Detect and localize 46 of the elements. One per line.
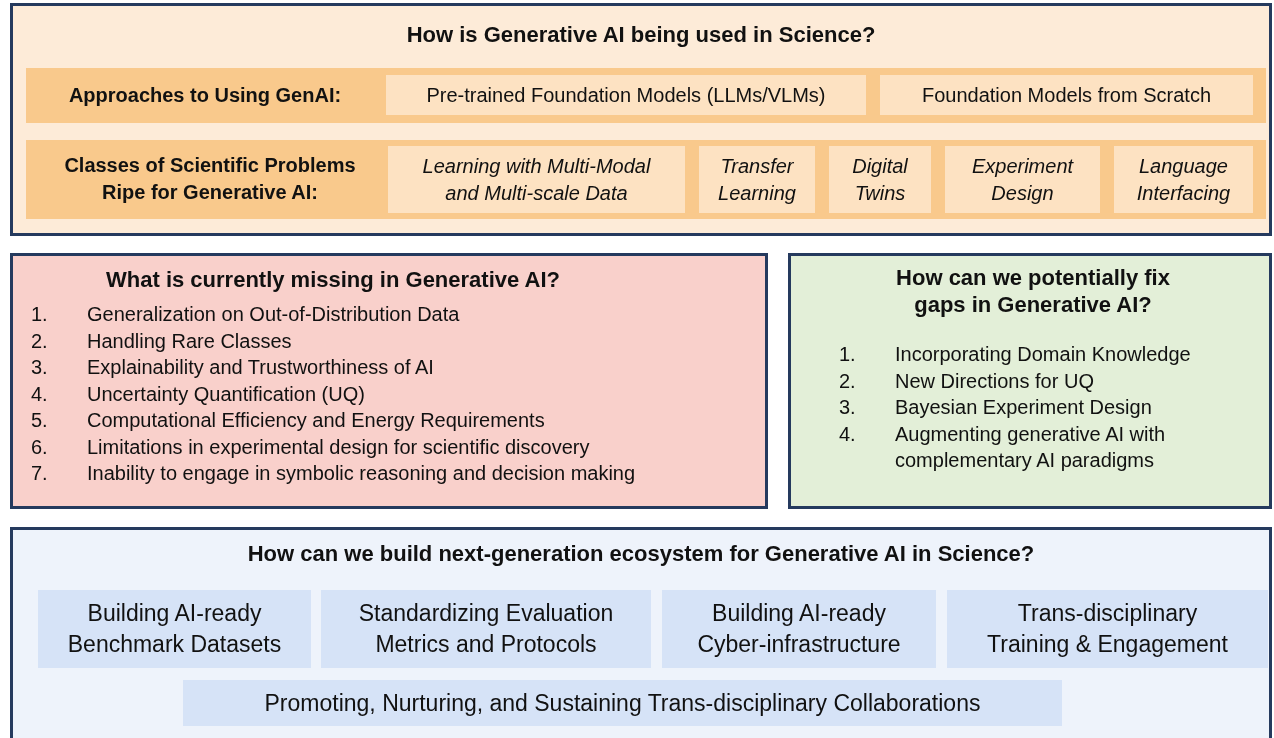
list-number: 3. — [31, 355, 49, 380]
ecosystem-card: Trans-disciplinary Training & Engagement — [947, 590, 1268, 668]
panel-heading: How can we build next-generation ecosystem for Generative AI in Science? — [246, 540, 1036, 567]
list-item: Incorporating Domain Knowledge — [895, 342, 1192, 367]
list-item: Inability to engage in symbolic reasoning and decision making — [87, 461, 636, 486]
list-number: 2. — [839, 368, 857, 394]
list-item: Limitations in experimental design for scientific discovery — [87, 434, 591, 460]
approach-row — [26, 68, 1266, 123]
list-number: 5. — [31, 408, 49, 433]
list-item: Bayesian Experiment Design — [895, 395, 1153, 420]
ecosystem-card: Promoting, Nurturing, and Sustaining Trans-disciplinary Collaborations — [183, 680, 1062, 726]
row-label: Classes of Scientific Problems Ripe for Generative AI: — [63, 153, 357, 205]
list-number: 4. — [839, 421, 857, 447]
list-number: 1. — [31, 302, 49, 327]
ecosystem-card: Standardizing Evaluation Metrics and Protocols — [321, 590, 651, 668]
ecosystem-panel — [10, 527, 1272, 738]
row-label: Approaches to Using GenAI: — [67, 83, 343, 108]
problem-class-tag: Language Interfacing — [1114, 146, 1253, 213]
list-number: 4. — [31, 381, 49, 407]
panel-heading: How is Generative AI being used in Science? — [405, 21, 877, 48]
approach-tag: Foundation Models from Scratch — [880, 75, 1253, 115]
section-panel — [10, 3, 1272, 236]
list-item: Explainability and Trustworthiness of AI — [87, 355, 435, 380]
problem-class-row — [26, 140, 1266, 219]
list-number: 2. — [31, 328, 49, 354]
list-number: 1. — [839, 342, 857, 367]
list-number: 3. — [839, 395, 857, 420]
list-item: Generalization on Out-of-Distribution Data — [87, 302, 461, 327]
gaps-panel — [10, 253, 768, 509]
list-item: Augmenting generative AI with complementary AI paradigms — [895, 421, 1167, 473]
list-item: Uncertainty Quantification (UQ) — [87, 381, 366, 407]
panel-heading: What is currently missing in Generative AI? — [105, 266, 561, 293]
problem-class-tag: Transfer Learning — [699, 146, 815, 213]
list-item: Computational Efficiency and Energy Requirements — [87, 408, 546, 433]
fixes-panel — [788, 253, 1272, 509]
list-item: Handling Rare Classes — [87, 328, 293, 354]
list-number: 7. — [31, 461, 49, 486]
problem-class-tag: Digital Twins — [829, 146, 931, 213]
problem-class-tag: Experiment Design — [945, 146, 1100, 213]
list-number: 6. — [31, 434, 49, 460]
problem-class-tag: Learning with Multi-Modal and Multi-scale Data — [388, 146, 685, 213]
panel-heading: How can we potentially fix gaps in Generative AI? — [895, 264, 1171, 318]
list-item: New Directions for UQ — [895, 368, 1095, 394]
ecosystem-card: Building AI-ready Benchmark Datasets — [38, 590, 311, 668]
approach-tag: Pre-trained Foundation Models (LLMs/VLMs) — [386, 75, 866, 115]
ecosystem-card: Building AI-ready Cyber-infrastructure — [662, 590, 936, 668]
